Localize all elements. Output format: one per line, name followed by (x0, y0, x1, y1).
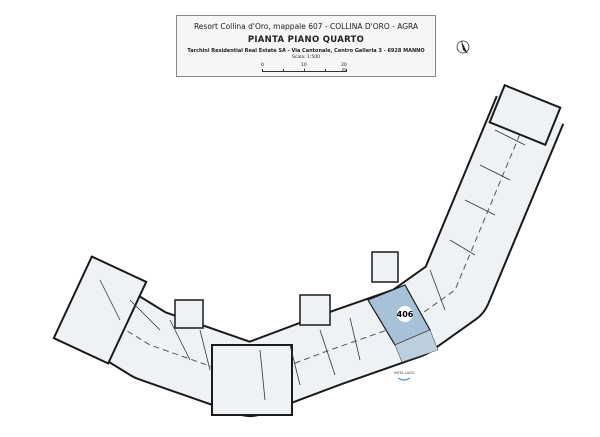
plan-title: PIANTA PIANO QUARTO (247, 35, 365, 45)
view-marker: VISTA LAGO (394, 371, 415, 381)
title-block: Resort Collina d'Oro, mappale 607 - COLL… (176, 15, 436, 77)
scale-tick-label: 20 m (341, 63, 347, 73)
unit-number: 406 (397, 310, 414, 319)
project-name: Resort Collina d'Oro, mappale 607 - COLL… (193, 22, 419, 31)
scale-tick-label: 0 (261, 63, 264, 68)
scale-text: Scala: 1:500 (291, 55, 320, 60)
room-walls (99, 129, 526, 401)
view-label: VISTA LAGO (394, 371, 415, 375)
building-outline (52, 83, 565, 417)
scale-bar: 0 10 20 m (259, 63, 349, 75)
company-address: Tarchini Residential Real Estate SA - Vi… (187, 48, 425, 54)
unit-406[interactable]: 406 (367, 284, 439, 363)
scale-tick-label: 10 (301, 63, 307, 68)
north-arrow-icon (456, 40, 470, 54)
